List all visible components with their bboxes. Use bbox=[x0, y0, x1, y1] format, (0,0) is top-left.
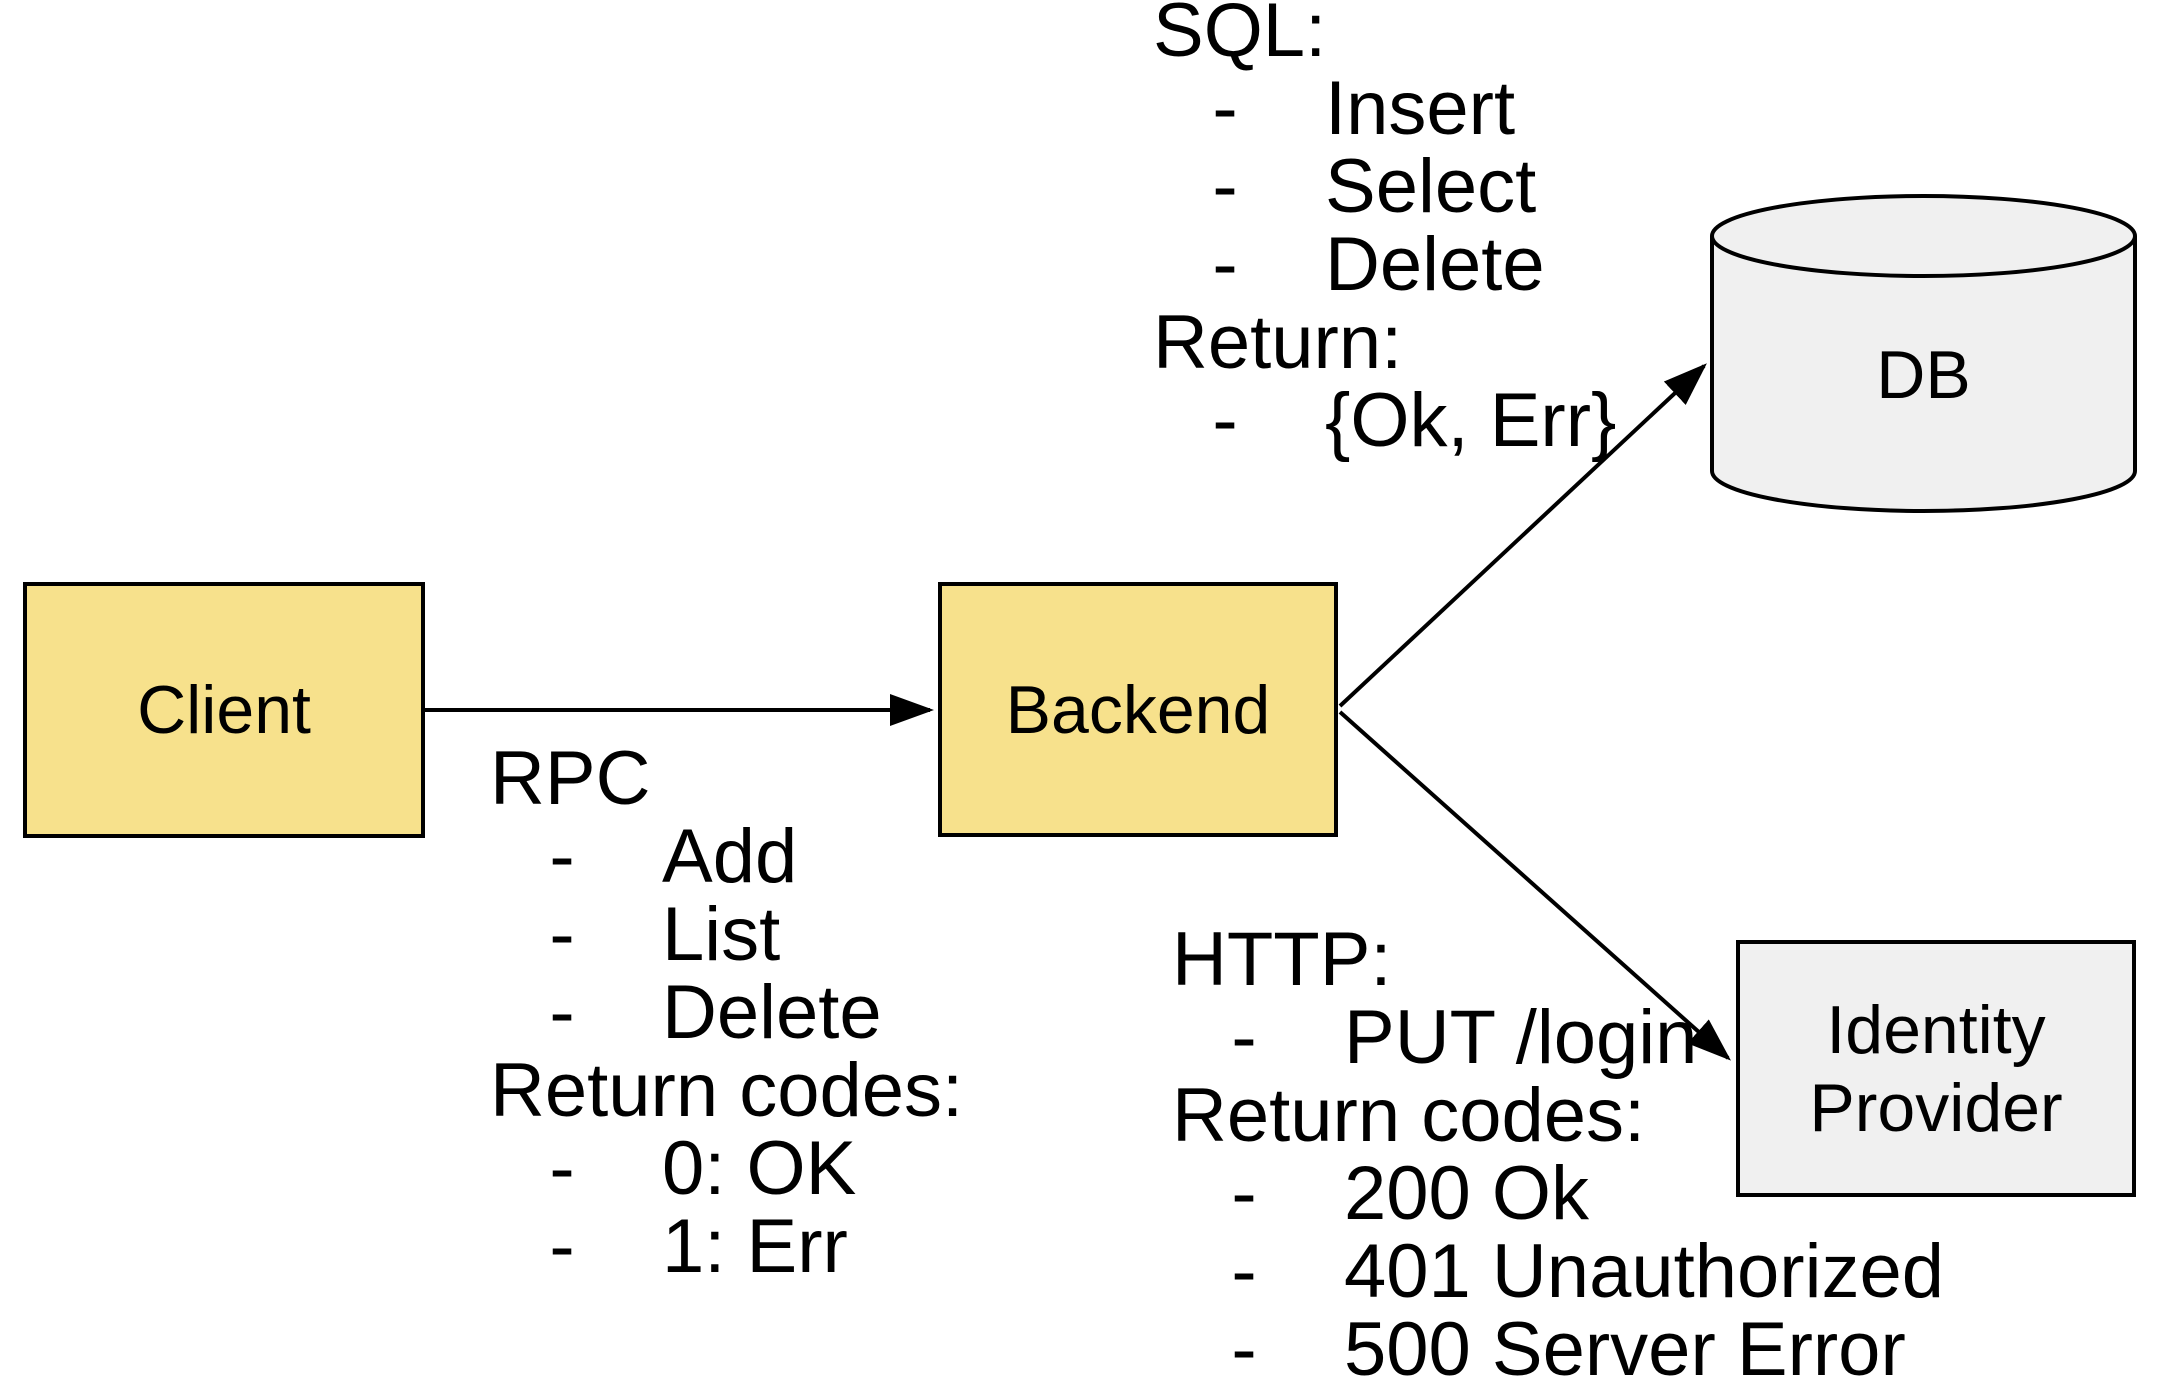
annotation-subtitle: Return: bbox=[1153, 300, 1403, 385]
list-item-label: Delete bbox=[662, 970, 882, 1055]
list-item-label: Add bbox=[662, 814, 798, 899]
list-item: - 0: OK bbox=[490, 1130, 963, 1208]
list-item: - List bbox=[490, 896, 963, 974]
arrow-backend-to-identity-provider bbox=[1338, 710, 1731, 1061]
list-item: - Delete bbox=[1153, 226, 1616, 304]
annotation-subtitle: Return codes: bbox=[1172, 1073, 1646, 1158]
annotation-rpc: RPC - Add - List - Delete Return codes: … bbox=[490, 740, 963, 1286]
bullet-dash: - bbox=[1231, 995, 1257, 1080]
list-item-label: 401 Unauthorized bbox=[1344, 1229, 1944, 1314]
list-item: - 1: Err bbox=[490, 1208, 963, 1286]
annotation-title: SQL: bbox=[1153, 0, 1327, 73]
bullet-dash: - bbox=[1231, 1229, 1257, 1314]
bullet-dash: - bbox=[549, 970, 575, 1055]
bullet-dash: - bbox=[1212, 144, 1238, 229]
bullet-dash: - bbox=[549, 1126, 575, 1211]
list-item-label: PUT /login bbox=[1344, 995, 1698, 1080]
annotation-subtitle: Return codes: bbox=[490, 1048, 964, 1133]
list-item: - Delete bbox=[490, 974, 963, 1052]
annotation-http: HTTP: - PUT /login Return codes: - 200 O… bbox=[1172, 921, 1944, 1389]
list-item-label: Select bbox=[1325, 144, 1537, 229]
list-item-label: Insert bbox=[1325, 66, 1516, 151]
list-item-label: {Ok, Err} bbox=[1325, 378, 1617, 463]
node-identity-provider-label: Identity Provider bbox=[1809, 991, 2063, 1146]
list-item: - Select bbox=[1153, 148, 1616, 226]
annotation-sql: SQL: - Insert - Select - Delete Return: … bbox=[1153, 0, 1616, 460]
annotation-title: HTTP: bbox=[1172, 917, 1392, 1002]
node-db-label: DB bbox=[1876, 337, 1971, 413]
annotation-title: RPC bbox=[490, 736, 651, 821]
list-item-label: List bbox=[662, 892, 781, 977]
node-backend: Backend bbox=[938, 582, 1338, 837]
node-client: Client bbox=[23, 582, 425, 838]
list-item: - {Ok, Err} bbox=[1153, 382, 1616, 460]
database-cylinder-icon bbox=[1710, 194, 2137, 513]
bullet-dash: - bbox=[1212, 66, 1238, 151]
bullet-dash: - bbox=[1231, 1151, 1257, 1236]
list-item-label: Delete bbox=[1325, 222, 1545, 307]
node-db: DB bbox=[1710, 194, 2137, 513]
node-client-label: Client bbox=[137, 672, 311, 748]
list-item: - PUT /login bbox=[1172, 999, 1944, 1077]
bullet-dash: - bbox=[549, 892, 575, 977]
bullet-dash: - bbox=[1212, 222, 1238, 307]
bullet-dash: - bbox=[1212, 378, 1238, 463]
list-item: - 500 Server Error bbox=[1172, 1311, 1944, 1389]
list-item: - 200 Ok bbox=[1172, 1155, 1944, 1233]
list-item: - Add bbox=[490, 818, 963, 896]
bullet-dash: - bbox=[1231, 1307, 1257, 1392]
bullet-dash: - bbox=[549, 1204, 575, 1289]
node-backend-label: Backend bbox=[1005, 671, 1271, 748]
list-item-label: 0: OK bbox=[662, 1126, 857, 1211]
list-item-label: 1: Err bbox=[662, 1204, 848, 1289]
arrow-backend-to-db bbox=[1338, 363, 1707, 708]
list-item: - 401 Unauthorized bbox=[1172, 1233, 1944, 1311]
list-item-label: 200 Ok bbox=[1344, 1151, 1590, 1236]
list-item: - Insert bbox=[1153, 70, 1616, 148]
list-item-label: 500 Server Error bbox=[1344, 1307, 1906, 1392]
bullet-dash: - bbox=[549, 814, 575, 899]
node-identity-provider: Identity Provider bbox=[1736, 940, 2136, 1197]
